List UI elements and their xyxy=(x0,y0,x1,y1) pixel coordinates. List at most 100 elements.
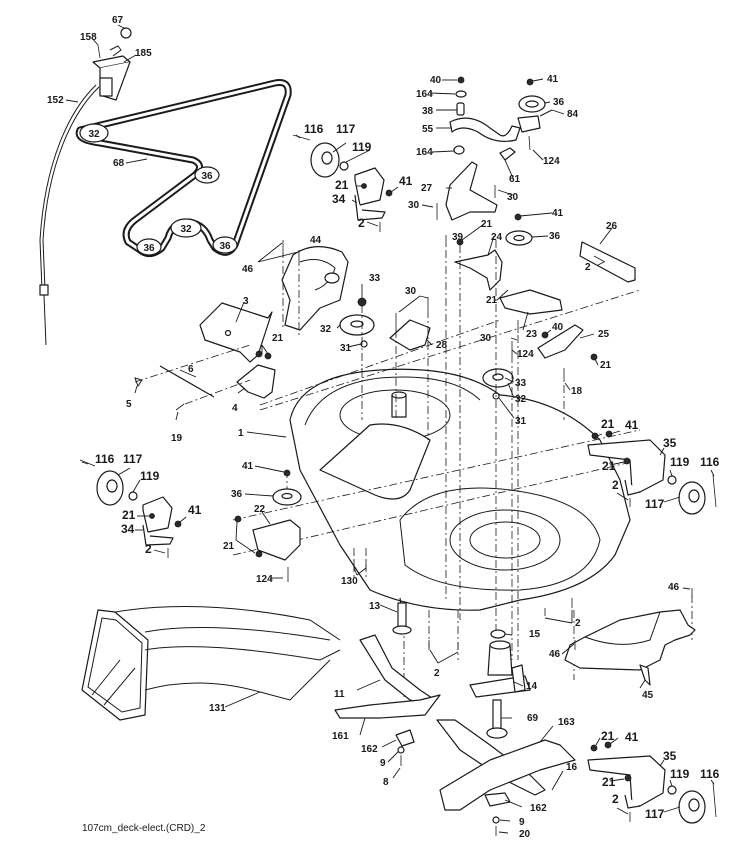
callout-label: 18 xyxy=(571,386,583,397)
belt-pulley-label: 36 xyxy=(219,241,231,252)
callout-label: 84 xyxy=(567,109,579,120)
part-55-idler-arm xyxy=(449,117,521,142)
callout-label: 32 xyxy=(320,324,332,335)
callout-label: 30 xyxy=(408,200,420,211)
callout-label: 41 xyxy=(547,74,559,85)
callout-label: 68 xyxy=(113,158,125,169)
callout-label: 21 xyxy=(486,295,498,306)
callout-label: 185 xyxy=(135,48,152,59)
belt-pulley-2 xyxy=(194,166,220,184)
callout-label: 34 xyxy=(121,522,135,536)
callout-label: 39 xyxy=(452,232,464,243)
gauge-wheel-assembly-upper xyxy=(292,134,393,232)
callout-label: 2 xyxy=(575,618,581,629)
callout-label: 32 xyxy=(515,394,527,405)
switch-connector xyxy=(99,77,113,97)
part-69-spindle xyxy=(492,699,502,731)
callout-label: 30 xyxy=(507,192,519,203)
idler-arm-assembly xyxy=(436,76,636,382)
part-45-guard xyxy=(544,588,696,686)
callout-label: 16 xyxy=(566,762,578,773)
part-28-bracket xyxy=(389,319,431,351)
callout-label: 117 xyxy=(123,452,143,466)
diagram-caption: 107cm_deck-elect.(CRD)_2 xyxy=(82,823,206,834)
switch-lever xyxy=(109,45,122,57)
belt-pulley-1 xyxy=(79,123,109,143)
callout-label: 119 xyxy=(670,767,690,781)
callout-label: 152 xyxy=(47,95,64,106)
callout-label: 35 xyxy=(663,749,677,763)
callout-label: 116 xyxy=(95,452,115,466)
callout-label: 21 xyxy=(601,417,615,431)
callout-label: 30 xyxy=(405,286,417,297)
callout-label: 36 xyxy=(231,489,243,500)
callout-label: 41 xyxy=(188,503,202,517)
callout-label: 9 xyxy=(380,758,386,769)
part-119-washer xyxy=(339,161,349,171)
callout-label: 131 xyxy=(209,703,226,714)
callout-label: 163 xyxy=(558,717,575,728)
callout-label: 22 xyxy=(254,504,266,515)
callout-label: 41 xyxy=(399,174,413,188)
belt-pulley-label: 32 xyxy=(180,224,192,235)
callout-label: 5 xyxy=(126,399,132,410)
callout-label: 2 xyxy=(612,478,619,492)
callout-label: 41 xyxy=(625,418,639,432)
part-161-blade-lower xyxy=(334,694,441,719)
callout-label: 38 xyxy=(422,106,434,117)
part-68-belt: 32 36 32 36 36 xyxy=(75,79,292,257)
belt-pulley-label: 32 xyxy=(88,129,100,140)
part-131-discharge-chute xyxy=(81,606,341,721)
part-15-bearing xyxy=(490,629,506,639)
callout-label: 24 xyxy=(491,232,503,243)
callout-label: 9 xyxy=(519,817,525,828)
blade-spindle-assembly xyxy=(334,597,576,836)
callout-label: 35 xyxy=(663,436,677,450)
part-61-spring xyxy=(499,147,516,161)
belt-pulley-5 xyxy=(212,236,238,254)
callout-label: 21 xyxy=(602,459,616,473)
callout-label: 162 xyxy=(361,744,378,755)
belt-pulley-3 xyxy=(170,218,202,238)
part-27-bracket xyxy=(445,161,498,221)
part-11-blade-upper xyxy=(359,634,436,706)
callout-label: 40 xyxy=(552,322,564,333)
gauge-wheel-assembly-left xyxy=(79,459,367,582)
callout-label: 15 xyxy=(529,629,541,640)
callout-label: 11 xyxy=(334,689,345,700)
part-24-bracket xyxy=(454,249,503,291)
callout-label: 41 xyxy=(625,730,639,744)
deck-baffle xyxy=(319,423,431,500)
belt-pulley-4 xyxy=(136,238,162,256)
callout-label: 25 xyxy=(598,329,610,340)
callout-labels: 67 158 185 152 68 46 44 3 21 6 5 4 19 11… xyxy=(47,15,720,840)
callout-label: 124 xyxy=(543,156,560,167)
callout-label: 21 xyxy=(122,508,136,522)
callout-label: 33 xyxy=(369,273,381,284)
callout-label: 36 xyxy=(549,231,561,242)
callout-label: 130 xyxy=(341,576,358,587)
callout-label: 30 xyxy=(480,333,492,344)
callout-label: 46 xyxy=(242,264,254,275)
callout-label: 8 xyxy=(383,777,389,788)
callout-label: 21 xyxy=(600,360,612,371)
part-4-bracket xyxy=(236,364,276,399)
gauge-wheel-assembly-lower-right xyxy=(587,741,717,824)
callout-label: 116 xyxy=(304,122,324,136)
callout-label: 46 xyxy=(668,582,680,593)
callout-label: 2 xyxy=(358,216,365,230)
alignment-axes xyxy=(134,240,693,700)
callout-label: 2 xyxy=(585,262,591,273)
callout-label: 162 xyxy=(530,803,547,814)
part-152-cable xyxy=(39,84,100,346)
callout-label: 41 xyxy=(242,461,254,472)
callout-label: 27 xyxy=(421,183,433,194)
belt-pulley-label: 36 xyxy=(143,243,155,254)
pto-switch-assembly xyxy=(92,27,132,101)
callout-label: 119 xyxy=(140,469,160,483)
callout-label: 20 xyxy=(519,829,531,840)
callout-label: 117 xyxy=(645,497,665,511)
callout-label: 21 xyxy=(223,541,235,552)
belt-pulley-label: 36 xyxy=(201,171,213,182)
callout-label: 164 xyxy=(416,147,433,158)
